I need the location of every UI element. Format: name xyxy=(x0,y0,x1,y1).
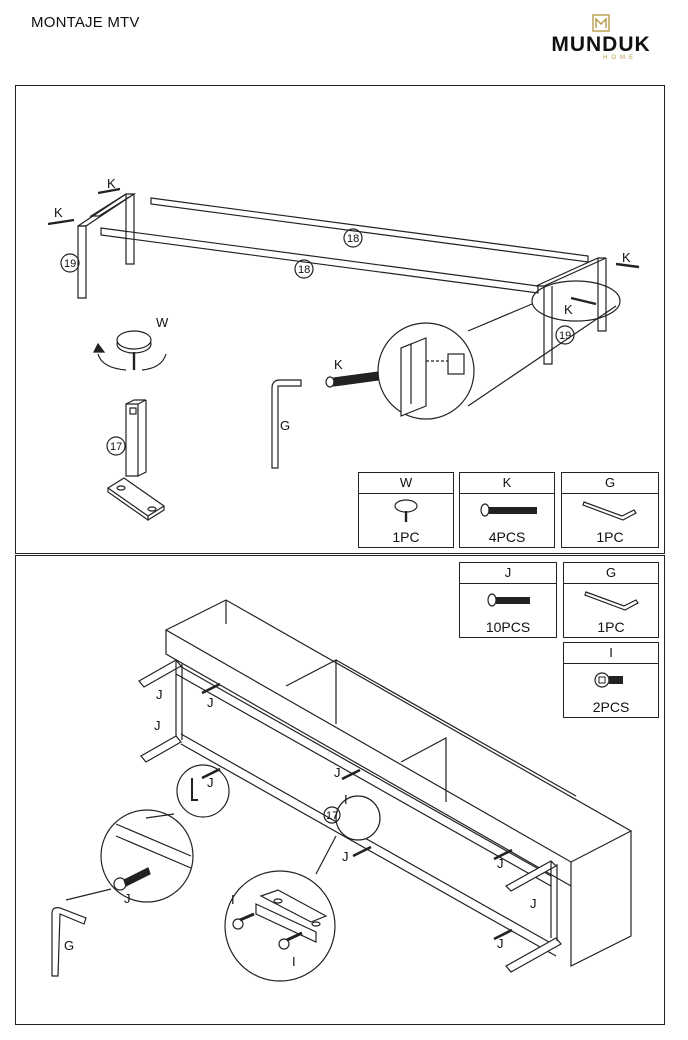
brand-mark-icon xyxy=(592,14,610,32)
brand-name: MUNDUK xyxy=(551,33,651,56)
part-17: 17 xyxy=(326,810,338,822)
bolt-icon xyxy=(487,593,530,607)
document-title: MONTAJE MTV xyxy=(31,14,140,31)
part-box-g: G 1PC xyxy=(563,562,659,638)
callout-j-10: J xyxy=(124,891,131,906)
callout-k-3: K xyxy=(622,250,631,265)
callout-k-5: K xyxy=(334,357,343,372)
part-qty-j: 10PCS xyxy=(485,619,531,635)
part-qty-k: 4PCS xyxy=(488,529,526,545)
callout-k-4: K xyxy=(564,302,573,317)
frame-assembly-diagram: K K K K K W G 18 18 19 19 17 xyxy=(47,176,640,522)
callout-i-3: I xyxy=(292,954,296,969)
part-code-k: K xyxy=(460,473,554,494)
callout-j-5: J xyxy=(334,765,341,780)
glide-foot-icon xyxy=(394,499,418,522)
part-code-g: G xyxy=(564,563,658,584)
part-19-left: 19 xyxy=(64,258,76,270)
part-box-k: K 4PCS xyxy=(459,472,555,548)
part-qty-i: 2PCS xyxy=(592,699,630,715)
part-box-j: J 10PCS xyxy=(459,562,557,638)
callout-j-7: J xyxy=(497,856,504,871)
bolt-icon xyxy=(480,503,537,517)
callout-k-2: K xyxy=(54,205,63,220)
callout-j-1: J xyxy=(207,695,214,710)
part-17: 17 xyxy=(110,441,122,453)
step-2-panel: J J J J J J J J J J I I I G 17 J 10PCS G… xyxy=(15,555,665,1025)
callout-j-4: J xyxy=(207,775,214,790)
callout-j-6: J xyxy=(342,849,349,864)
callout-i-1: I xyxy=(344,792,348,807)
cabinet-assembly-diagram: J J J J J J J J J J I I I G 17 xyxy=(51,599,633,982)
part-code-j: J xyxy=(460,563,556,584)
part-box-g: G 1PC xyxy=(561,472,659,548)
step-1-panel: K K K K K W G 18 18 19 19 17 W 1PC K 4PC… xyxy=(15,85,665,554)
callout-j-3: J xyxy=(154,718,161,733)
callout-g: G xyxy=(64,938,74,953)
part-box-i: I 2PCS xyxy=(563,642,659,718)
brand-logo: MUNDUK HOME xyxy=(546,14,656,61)
callout-j-8: J xyxy=(530,896,537,911)
part-qty-w: 1PC xyxy=(392,529,420,545)
callout-j-2: J xyxy=(156,687,163,702)
screw-icon xyxy=(594,672,623,688)
part-19-right: 19 xyxy=(559,330,571,342)
part-qty-g: 1PC xyxy=(597,619,625,635)
callout-k-1: K xyxy=(107,176,116,191)
part-code-i: I xyxy=(564,643,658,664)
part-qty-g: 1PC xyxy=(596,529,624,545)
part-18-front: 18 xyxy=(298,264,310,276)
part-code-g: G xyxy=(562,473,658,494)
brand-subtitle: HOME xyxy=(603,55,637,61)
allen-key-icon xyxy=(584,591,639,611)
part-18-rear: 18 xyxy=(347,233,359,245)
part-code-w: W xyxy=(359,473,453,494)
part-box-w: W 1PC xyxy=(358,472,454,548)
callout-g: G xyxy=(280,418,290,433)
callout-w: W xyxy=(156,315,169,330)
allen-key-icon xyxy=(582,501,637,521)
callout-j-9: J xyxy=(497,936,504,951)
callout-i-2: I xyxy=(231,892,235,907)
